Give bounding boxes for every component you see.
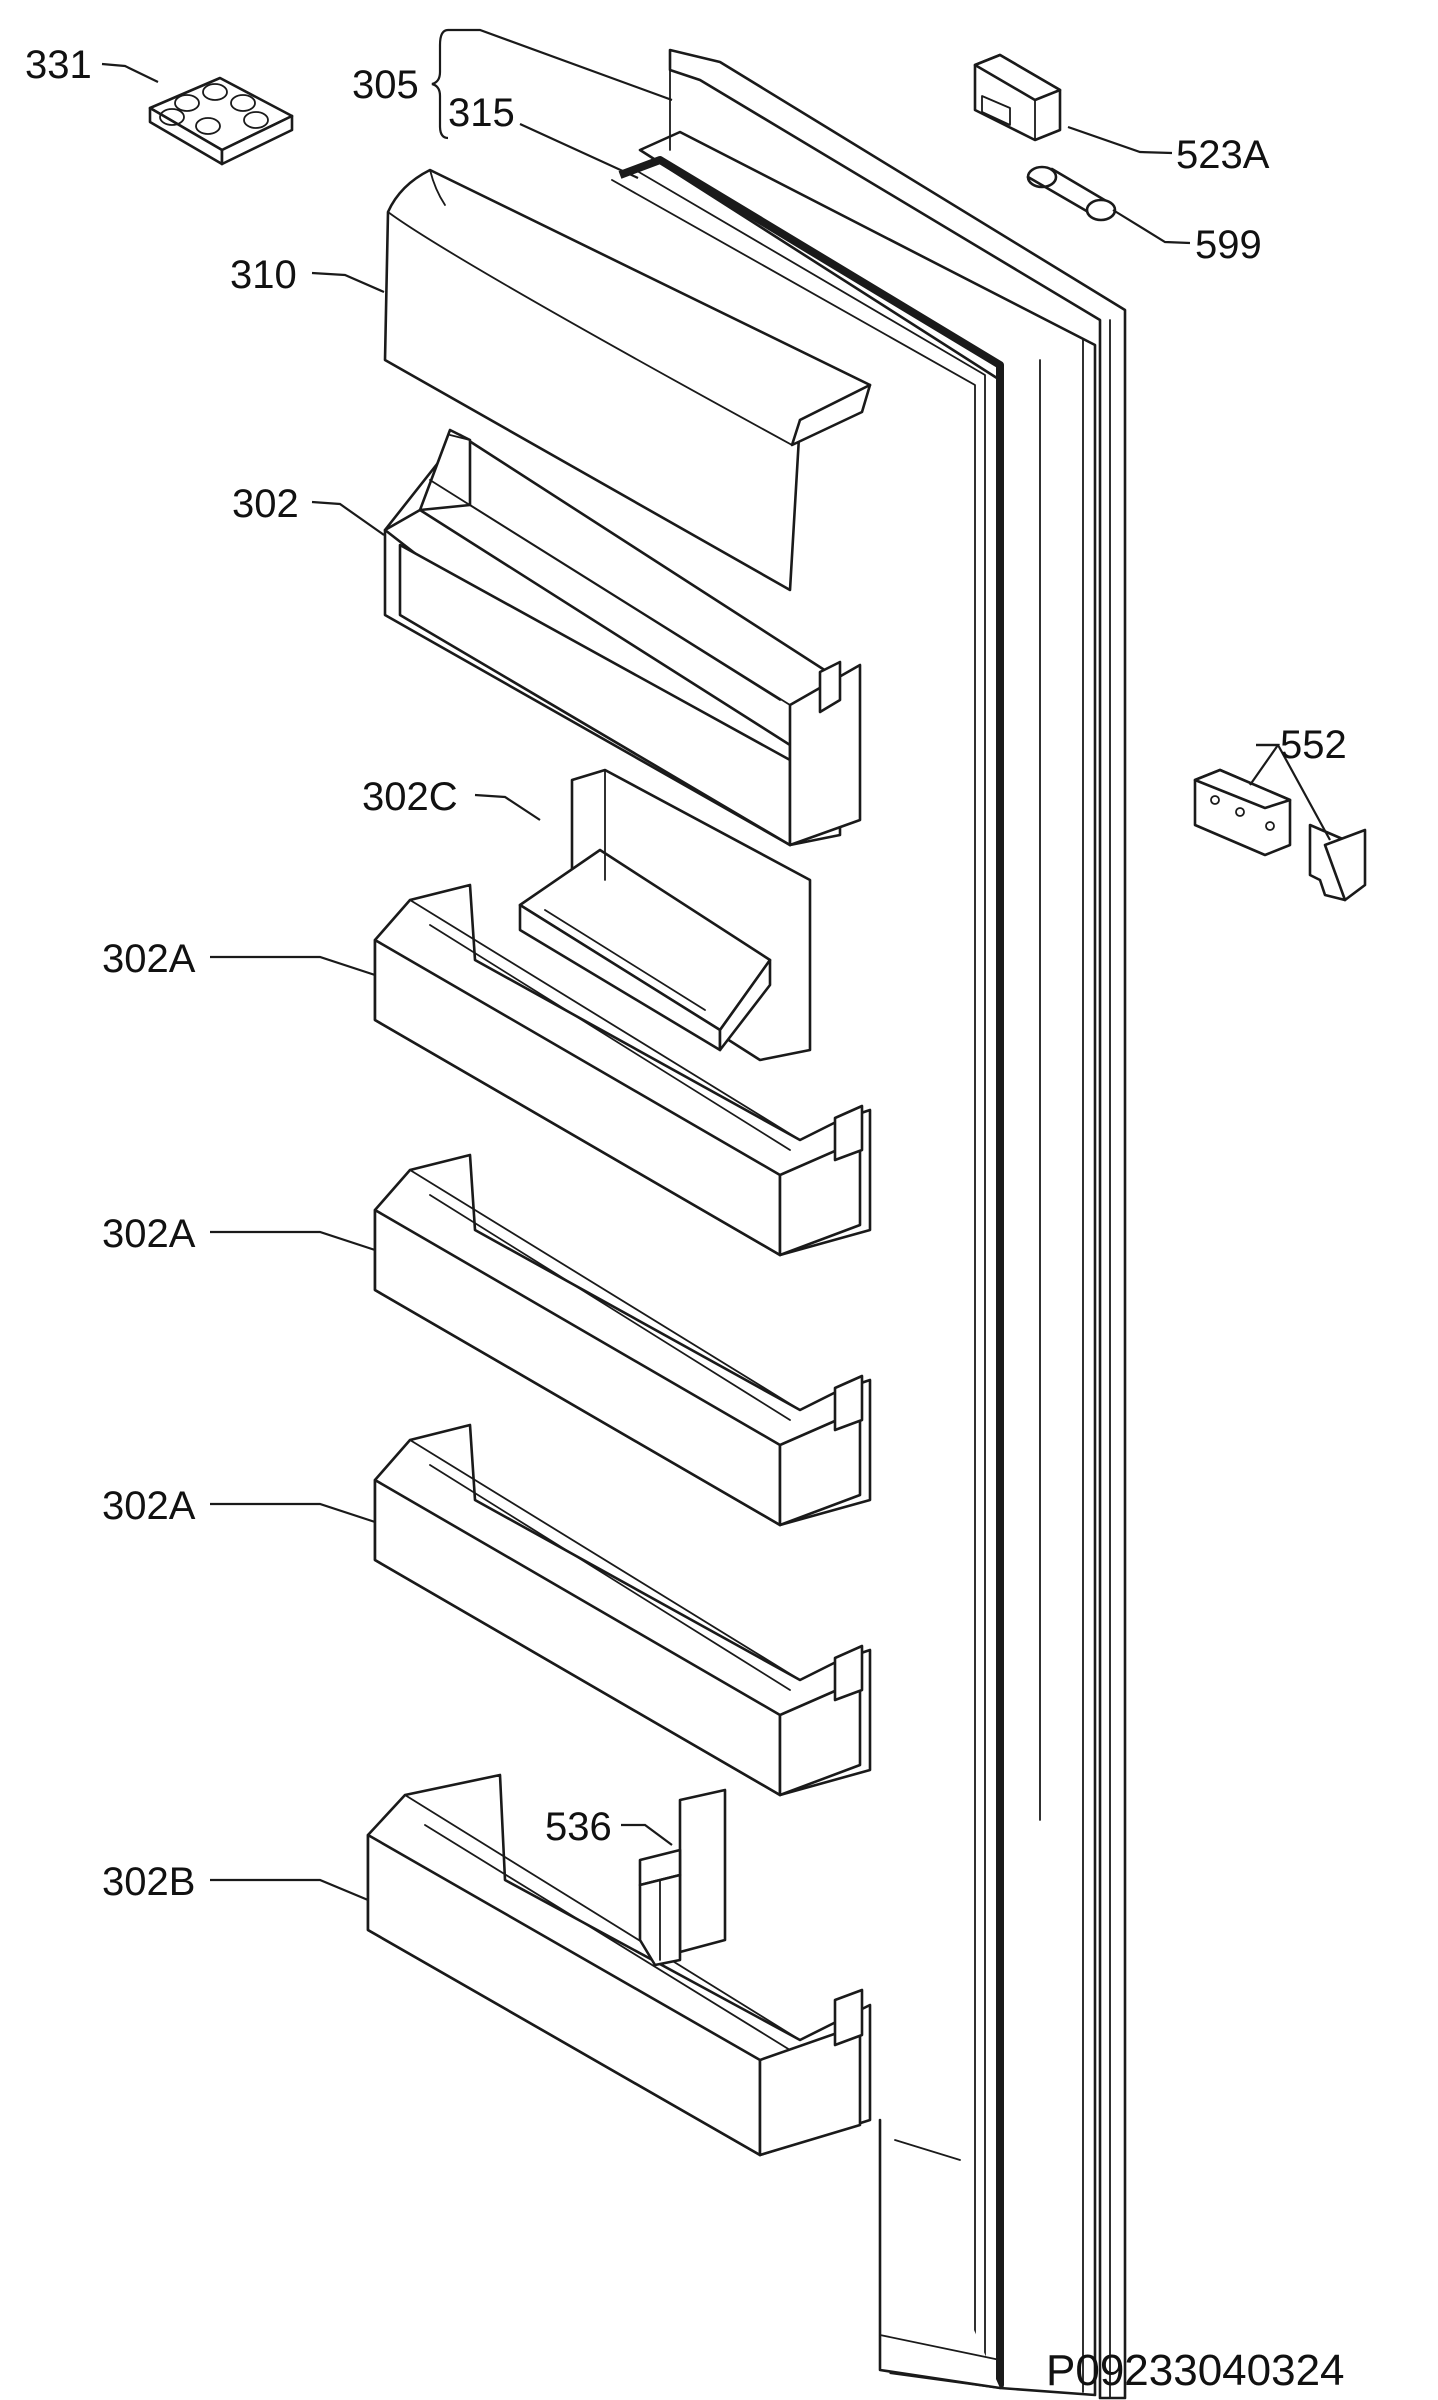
callout-302a-2: 302A [102, 1212, 196, 1256]
hinge-bushing [1026, 165, 1117, 222]
callout-302a-3: 302A [102, 1484, 196, 1528]
figure-reference: P09233040324 [1046, 2346, 1345, 2395]
callout-302a-1: 302A [102, 937, 196, 981]
callout-331: 331 [25, 43, 92, 87]
egg-tray [148, 76, 294, 166]
door-shelf-a-2 [373, 1153, 872, 1527]
callout-302c: 302C [362, 775, 458, 819]
callout-302b: 302B [102, 1860, 195, 1904]
callout-302: 302 [232, 482, 299, 526]
callout-599: 599 [1195, 223, 1262, 267]
callout-523a: 523A [1176, 133, 1270, 177]
callout-labels: 331 305 315 310 302 302C 302A 302A 302A … [25, 43, 1347, 1904]
callout-315: 315 [448, 91, 515, 135]
hinge-bracket [1193, 768, 1367, 902]
door-gasket [611, 156, 1004, 2390]
leader-lines [101, 28, 1331, 1902]
door-shelf-bottom [366, 1773, 872, 2157]
callout-305: 305 [352, 63, 419, 107]
hinge-cover [973, 53, 1062, 142]
shelf-cover [383, 168, 872, 592]
callout-310: 310 [230, 253, 297, 297]
door-shelf-a-1 [373, 883, 872, 1257]
callout-552: 552 [1280, 723, 1347, 767]
bottle-divider [638, 1788, 727, 1967]
door-shelf-small-box [518, 768, 812, 1062]
callout-536: 536 [545, 1805, 612, 1849]
door-shelf-a-3 [373, 1423, 872, 1797]
door-shelf-upper [383, 428, 862, 847]
